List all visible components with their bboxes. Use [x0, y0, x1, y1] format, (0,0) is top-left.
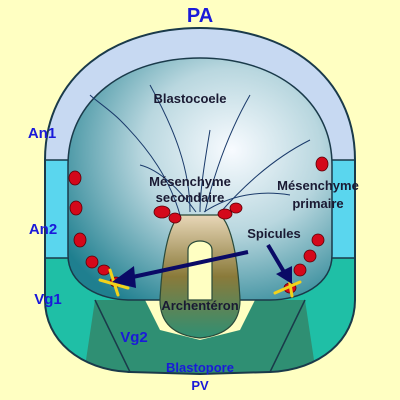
label-pv: PV — [191, 378, 209, 393]
label-mesenchyme-secondary-2: secondaire — [156, 190, 225, 205]
label-archenteron: Archentéron — [161, 298, 238, 313]
vg1-vg2-boundary-right — [269, 299, 306, 373]
label-blastocoele: Blastocoele — [154, 91, 227, 106]
arrow-right-head — [276, 266, 292, 284]
label-an1: An1 — [28, 125, 56, 142]
label-vg1: Vg1 — [34, 291, 62, 308]
label-mesenchyme-primary-2: primaire — [292, 196, 343, 211]
secondary-mesenchyme-cells — [153, 202, 243, 224]
label-spicules: Spicules — [247, 226, 300, 241]
vg1-vg2-boundary-left — [94, 299, 131, 373]
spicule-arrows — [112, 243, 292, 288]
embryo-outline — [44, 26, 356, 376]
filopodia — [89, 84, 311, 216]
vg2-tier — [80, 300, 320, 374]
arrow-right-shaft — [266, 243, 286, 274]
arrow-left-shaft — [127, 250, 249, 280]
arrow-left-head — [112, 266, 136, 288]
label-vg2: Vg2 — [120, 329, 148, 346]
label-an2: An2 — [29, 221, 57, 238]
archenteron-lumen — [187, 240, 213, 301]
label-blastopore: Blastopore — [166, 360, 234, 375]
label-mesenchyme-secondary-1: Mésenchyme — [149, 174, 231, 189]
title-pa: PA — [187, 5, 213, 27]
label-mesenchyme-primary-1: Mésenchyme — [277, 178, 359, 193]
